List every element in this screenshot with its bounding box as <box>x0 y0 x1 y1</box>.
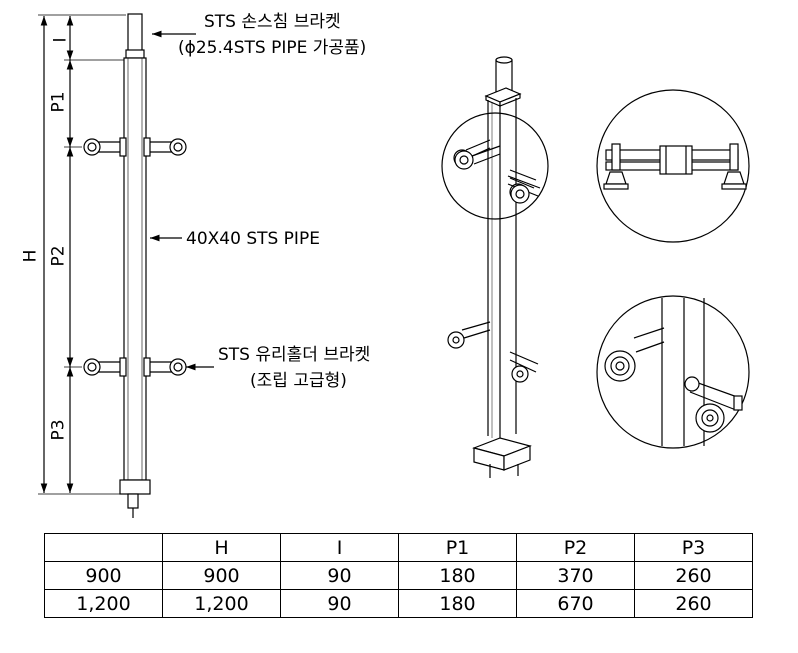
isometric-view <box>441 56 549 478</box>
table-cell: 90 <box>280 561 399 590</box>
table-cell: 1,200 <box>162 589 281 618</box>
table-cell: 260 <box>634 561 753 590</box>
table-cell: 900 <box>44 561 163 590</box>
table-cell: 90 <box>280 589 399 618</box>
table-header-cell: P2 <box>516 533 635 562</box>
table-cell: 180 <box>398 589 517 618</box>
table-cell: 1,200 <box>44 589 163 618</box>
table-cell: 900 <box>162 561 281 590</box>
detail-glass-holder <box>596 295 750 449</box>
table-row: 900 900 90 180 370 260 <box>44 561 753 590</box>
table-header-cell: P1 <box>398 533 517 562</box>
table-cell: 670 <box>516 589 635 618</box>
table-header-row: H I P1 P2 P3 <box>44 533 753 562</box>
dim-label-p1: P1 <box>48 91 69 113</box>
table-header-cell: P3 <box>634 533 753 562</box>
spec-table: H I P1 P2 P3 900 900 90 180 370 260 1,20… <box>44 533 753 618</box>
callout-glass-bracket: STS 유리홀더 브라켓 <box>218 345 371 365</box>
detail-circle-upper-bracket <box>441 112 549 220</box>
table-row: 1,200 1,200 90 180 670 260 <box>44 589 753 618</box>
table-cell: 260 <box>634 589 753 618</box>
dim-label-p2: P2 <box>48 245 69 267</box>
dim-label-i: I <box>50 37 71 43</box>
table-cell: 180 <box>398 561 517 590</box>
glass-holder-bracket-lower <box>83 357 187 377</box>
elevation-view <box>38 13 214 518</box>
table-header-cell: I <box>280 533 399 562</box>
callout-glass-bracket-spec: (조립 고급형) <box>250 371 347 391</box>
dim-label-p3: P3 <box>48 419 69 441</box>
dim-label-h: H <box>20 249 41 263</box>
glass-holder-bracket-upper <box>83 137 187 157</box>
table-header-cell <box>44 533 163 562</box>
iso-bracket-lower <box>447 321 539 383</box>
detail-top-bracket <box>596 89 750 243</box>
callout-pipe: 40X40 STS PIPE <box>186 229 320 249</box>
callout-top-bracket: STS 손스침 브라켓 <box>204 12 341 32</box>
callout-top-bracket-spec: (ϕ25.4STS PIPE 가공품) <box>178 38 367 58</box>
table-cell: 370 <box>516 561 635 590</box>
table-header-cell: H <box>162 533 281 562</box>
